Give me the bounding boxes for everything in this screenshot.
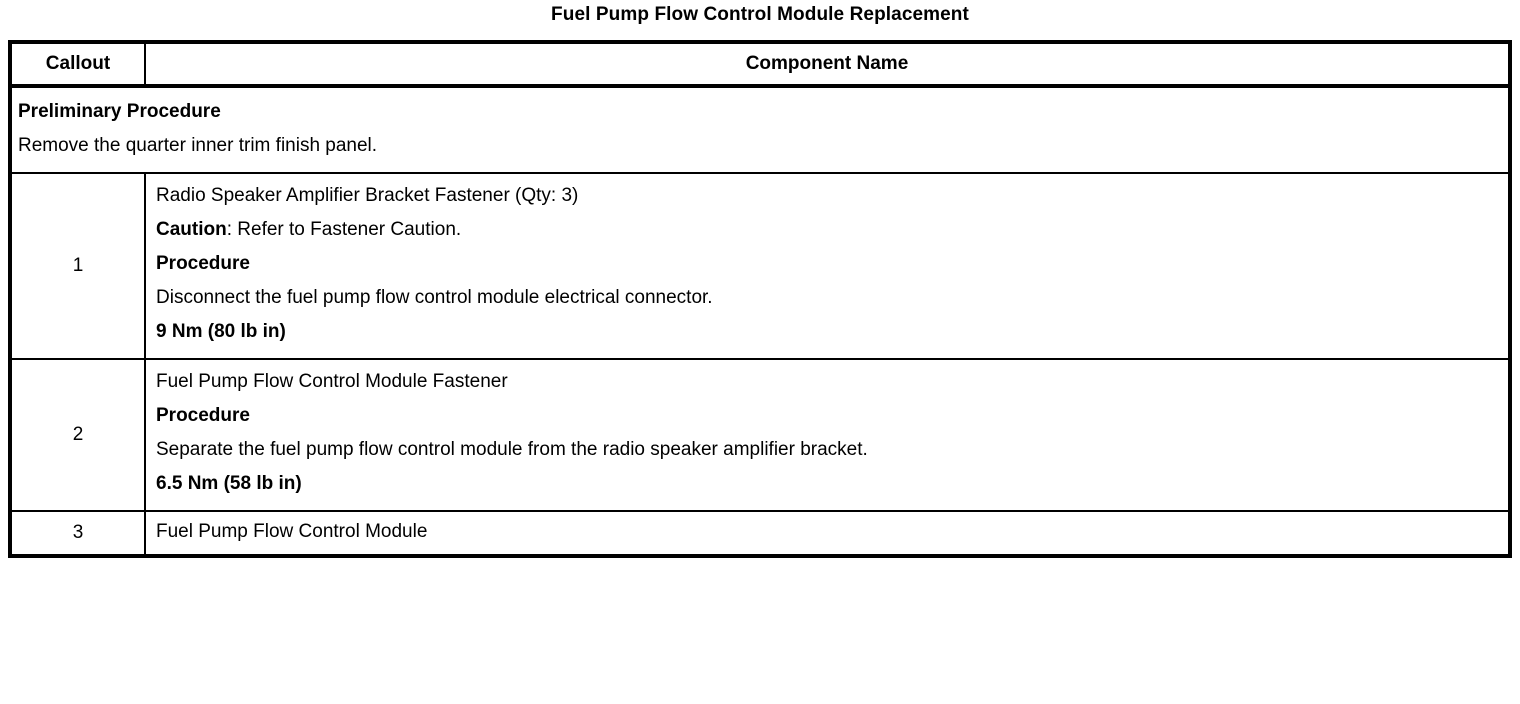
torque-specification: 9 Nm (80 lb in) — [156, 321, 286, 342]
caution-note: Caution: Refer to Fastener Caution. — [156, 212, 1500, 246]
page-title: Fuel Pump Flow Control Module Replacemen… — [551, 4, 969, 25]
procedure-text: Disconnect the fuel pump flow control mo… — [156, 287, 713, 308]
component-detail-cell: Fuel Pump Flow Control Module Fastener P… — [145, 359, 1510, 512]
component-name: Fuel Pump Flow Control Module Fastener — [156, 371, 508, 392]
caution-text: : Refer to Fastener Caution. — [226, 219, 462, 240]
column-header-callout: Callout — [10, 42, 146, 88]
table-row: 3 Fuel Pump Flow Control Module — [10, 511, 1510, 556]
component-detail-cell: Radio Speaker Amplifier Bracket Fastener… — [145, 173, 1510, 360]
procedure-heading: Procedure — [156, 253, 250, 274]
callout-number: 3 — [10, 511, 146, 556]
preliminary-procedure-text: Remove the quarter inner trim finish pan… — [18, 135, 378, 156]
callout-number: 1 — [10, 173, 146, 360]
torque-specification: 6.5 Nm (58 lb in) — [156, 473, 302, 494]
procedure-heading: Procedure — [156, 405, 250, 426]
procedure-table-wrapper: Callout Component Name Preliminary Proce… — [8, 40, 1512, 558]
preliminary-procedure-cell: Preliminary Procedure Remove the quarter… — [10, 86, 1510, 174]
table-header-row: Callout Component Name — [10, 42, 1510, 88]
preliminary-procedure-row: Preliminary Procedure Remove the quarter… — [10, 86, 1510, 174]
procedure-text: Separate the fuel pump flow control modu… — [156, 439, 868, 460]
component-name: Radio Speaker Amplifier Bracket Fastener… — [156, 185, 579, 206]
preliminary-procedure-heading: Preliminary Procedure — [18, 101, 221, 122]
column-header-component-name: Component Name — [145, 42, 1510, 88]
callout-number: 2 — [10, 359, 146, 512]
procedure-table: Callout Component Name Preliminary Proce… — [8, 40, 1512, 558]
caution-label: Caution — [156, 219, 227, 240]
table-row: 1 Radio Speaker Amplifier Bracket Fasten… — [10, 173, 1510, 360]
table-row: 2 Fuel Pump Flow Control Module Fastener… — [10, 359, 1510, 512]
component-name: Fuel Pump Flow Control Module — [156, 521, 428, 542]
component-detail-cell: Fuel Pump Flow Control Module — [145, 511, 1510, 556]
